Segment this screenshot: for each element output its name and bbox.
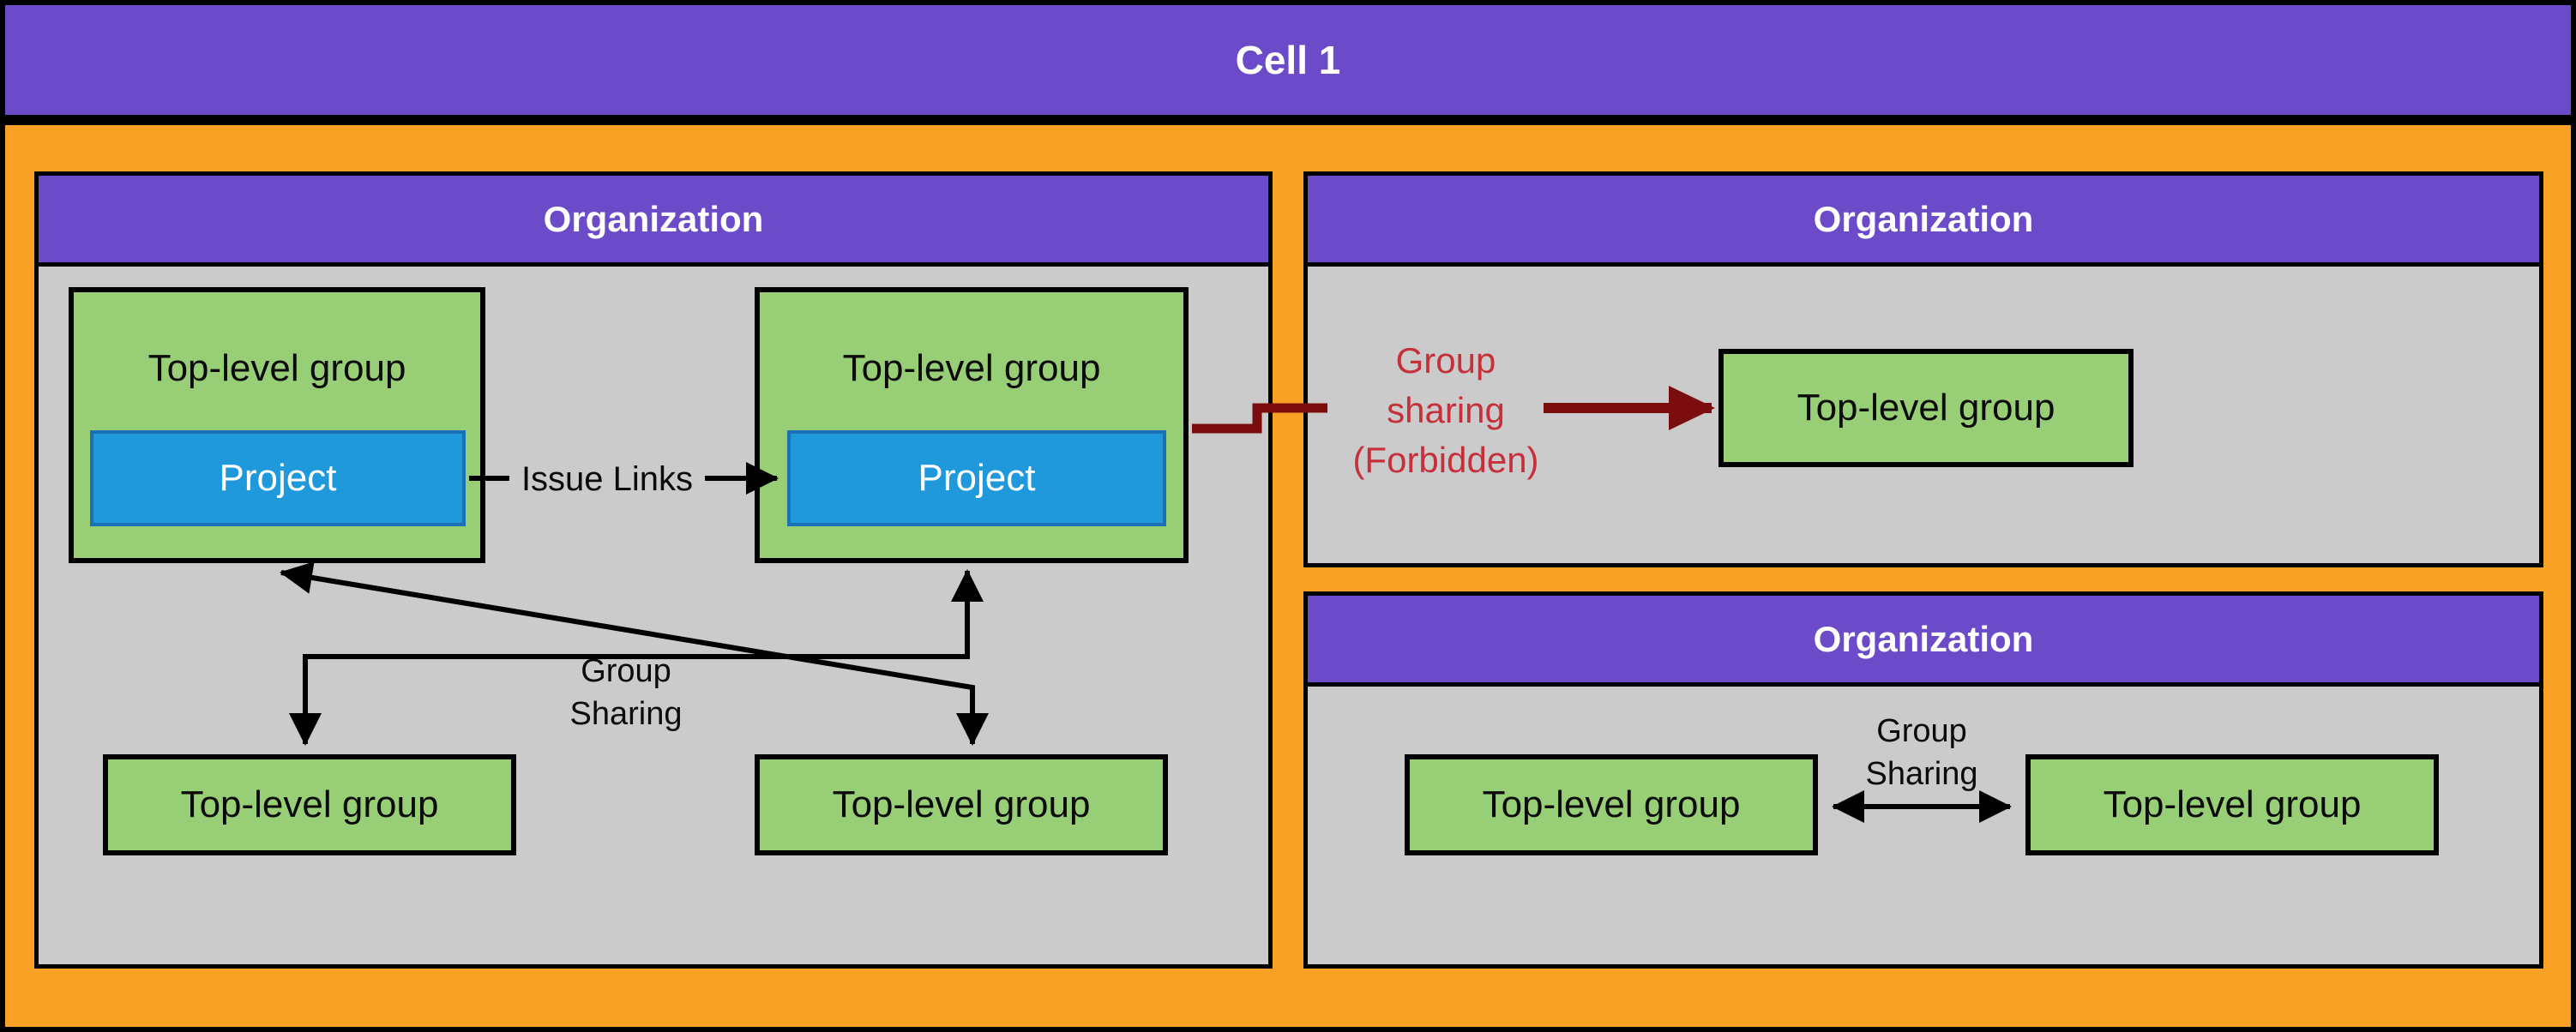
bottom-right-org-group-1-label: Top-level group (1482, 783, 1741, 825)
cell-banner: Cell 1 (0, 0, 2576, 120)
bottom-right-group-sharing-line2: Sharing (1865, 756, 1978, 792)
group-sharing-forbidden-line1: Group (1395, 340, 1496, 381)
group-sharing-forbidden-line2: sharing (1387, 390, 1505, 430)
bottom-right-org-group-sharing-label: Group Sharing (1818, 710, 2025, 795)
left-org-project-1-label: Project (219, 457, 337, 499)
group-sharing-forbidden-line3: (Forbidden) (1352, 440, 1539, 480)
left-org-bottom-group-1: Top-level group (103, 754, 516, 855)
top-right-org-group: Top-level group (1718, 349, 2134, 467)
left-org-group-sharing-label: Group Sharing (496, 650, 756, 735)
cell-banner-label: Cell 1 (1235, 38, 1341, 82)
left-org-project-1: Project (90, 430, 466, 526)
bottom-right-org-group-2: Top-level group (2025, 754, 2439, 855)
org-left-header: Organization (39, 176, 1268, 267)
org-bottom-right-title: Organization (1813, 618, 2034, 659)
org-left-title: Organization (543, 198, 764, 239)
left-org-top-group-1-label: Top-level group (147, 347, 406, 389)
left-org-project-2: Project (787, 430, 1166, 526)
org-top-right-header: Organization (1308, 176, 2539, 267)
left-org-bottom-group-1-label: Top-level group (180, 783, 439, 825)
left-org-group-sharing-line1: Group (581, 653, 671, 689)
left-org-bottom-group-2-label: Top-level group (832, 783, 1091, 825)
bottom-right-org-group-2-label: Top-level group (2103, 783, 2362, 825)
left-org-group-sharing-line2: Sharing (569, 696, 683, 732)
org-bottom-right-header: Organization (1308, 596, 2539, 687)
org-top-right-title: Organization (1813, 198, 2034, 239)
left-org-bottom-group-2: Top-level group (755, 754, 1168, 855)
left-org-top-group-2-label: Top-level group (842, 347, 1101, 389)
group-sharing-forbidden-label: Group sharing (Forbidden) (1325, 336, 1567, 485)
left-org-project-2-label: Project (918, 457, 1036, 499)
top-right-org-group-label: Top-level group (1797, 387, 2055, 429)
issue-links-label: Issue Links (521, 460, 694, 498)
bottom-right-group-sharing-line1: Group (1876, 713, 1967, 749)
bottom-right-org-group-1: Top-level group (1405, 754, 1818, 855)
